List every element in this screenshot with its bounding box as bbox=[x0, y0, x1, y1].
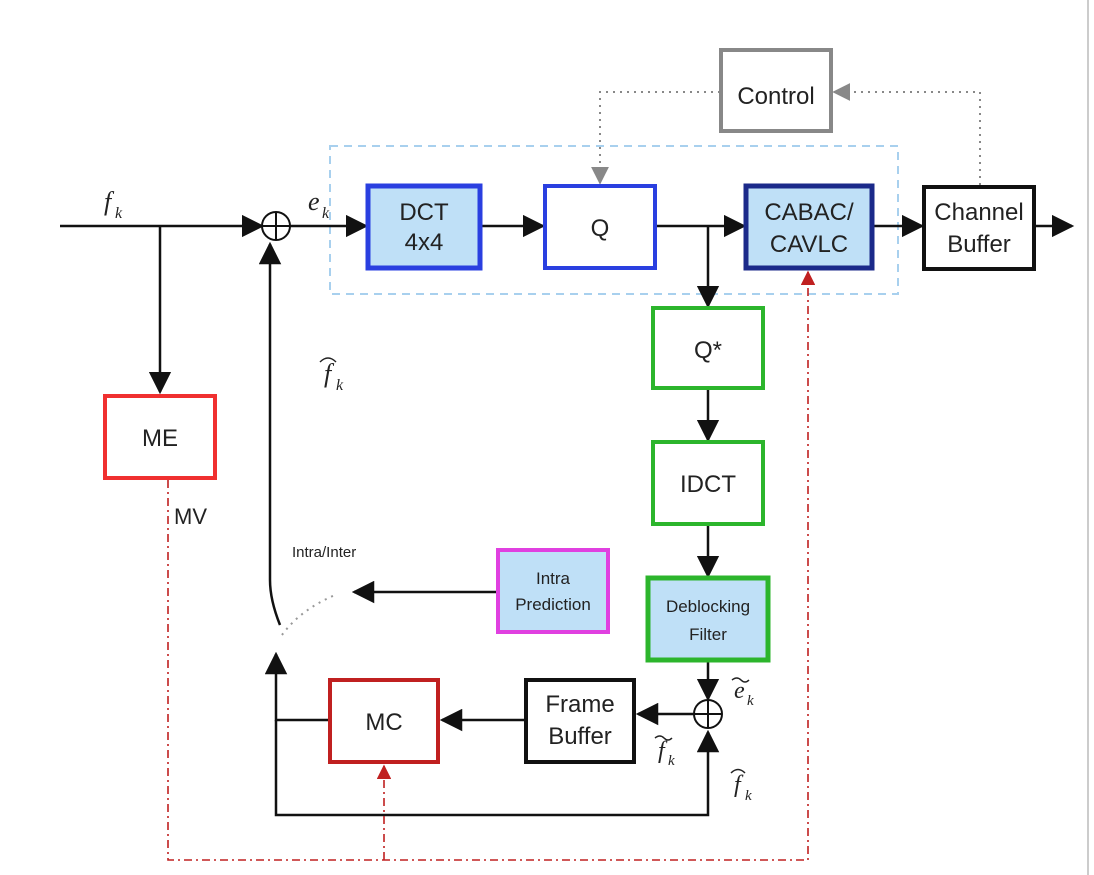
dct-block: DCT 4x4 bbox=[365, 183, 483, 271]
fk-symbol: f bbox=[104, 187, 115, 216]
fk-hat-label: f k bbox=[319, 357, 344, 394]
prediction-line bbox=[258, 241, 282, 626]
fk-hat-symbol: f bbox=[324, 359, 335, 388]
qinv-label: Q* bbox=[694, 337, 722, 364]
cabac-block: CABAC/ CAVLC bbox=[743, 183, 875, 271]
fk-tilde-label: f k bbox=[654, 735, 675, 769]
mv-line bbox=[167, 270, 816, 861]
fk-hat2-label: f k bbox=[730, 768, 752, 804]
ek-tilde-label: e k bbox=[731, 677, 754, 709]
fk-hat2-symbol: f bbox=[734, 772, 744, 798]
bottom-loop-line bbox=[274, 720, 720, 817]
me-label: ME bbox=[142, 425, 178, 452]
control-q-line bbox=[591, 91, 720, 185]
ek-tilde-symbol: e bbox=[734, 678, 745, 704]
ek-tilde-sub: k bbox=[747, 693, 754, 709]
fk-tilde-sub: k bbox=[668, 753, 675, 769]
fk-hat-sub: k bbox=[336, 377, 344, 394]
q-block: Q bbox=[543, 184, 657, 270]
frame-buffer-block: Frame Buffer bbox=[524, 678, 636, 764]
deblock-label-2: Filter bbox=[689, 625, 727, 644]
channel-label-1: Channel bbox=[934, 199, 1023, 226]
dct-label-1: DCT bbox=[399, 199, 449, 226]
tilde-mark-2 bbox=[654, 735, 673, 741]
mv-label: MV bbox=[174, 504, 207, 529]
hat-mark-2 bbox=[730, 768, 746, 774]
q-label: Q bbox=[591, 215, 610, 242]
deblocking-block: Deblocking Filter bbox=[645, 575, 771, 663]
control-label: Control bbox=[737, 83, 814, 110]
tilde-mark bbox=[731, 677, 750, 683]
switch-arc bbox=[281, 594, 336, 636]
fk-hat2-sub: k bbox=[745, 788, 752, 804]
mc-label: MC bbox=[365, 709, 402, 736]
ek-symbol: e bbox=[308, 187, 320, 216]
mc-block: MC bbox=[328, 678, 440, 764]
adder-top bbox=[261, 211, 291, 241]
mc-loop-line bbox=[264, 651, 328, 722]
qinv-block: Q* bbox=[651, 306, 765, 390]
intra-inter-label: Intra/Inter bbox=[292, 544, 356, 561]
idct-label: IDCT bbox=[680, 471, 736, 498]
frame-label-2: Buffer bbox=[548, 723, 612, 750]
channel-buffer-block: Channel Buffer bbox=[922, 185, 1036, 271]
fk-input-label: f k bbox=[104, 187, 123, 222]
cabac-label-1: CABAC/ bbox=[764, 199, 854, 226]
channel-label-2: Buffer bbox=[947, 231, 1011, 258]
intra-prediction-block: Intra Prediction bbox=[496, 548, 610, 634]
hat-mark bbox=[319, 357, 337, 363]
control-block: Control bbox=[719, 48, 833, 133]
adder-bottom bbox=[693, 699, 723, 729]
fk-tilde-symbol: f bbox=[658, 738, 668, 764]
frame-label-1: Frame bbox=[545, 691, 614, 718]
me-block: ME bbox=[103, 394, 217, 480]
control-feedback-line bbox=[832, 83, 981, 185]
ek-label: e k bbox=[308, 187, 330, 222]
intra-label-2: Prediction bbox=[515, 595, 591, 614]
coding-group-box bbox=[329, 145, 899, 295]
ek-sub: k bbox=[322, 205, 330, 222]
fk-sub: k bbox=[115, 205, 123, 222]
deblock-label-1: Deblocking bbox=[666, 597, 750, 616]
intra-label-1: Intra bbox=[536, 569, 571, 588]
cabac-label-2: CAVLC bbox=[770, 231, 848, 258]
dct-label-2: 4x4 bbox=[405, 229, 444, 256]
idct-block: IDCT bbox=[651, 440, 765, 526]
